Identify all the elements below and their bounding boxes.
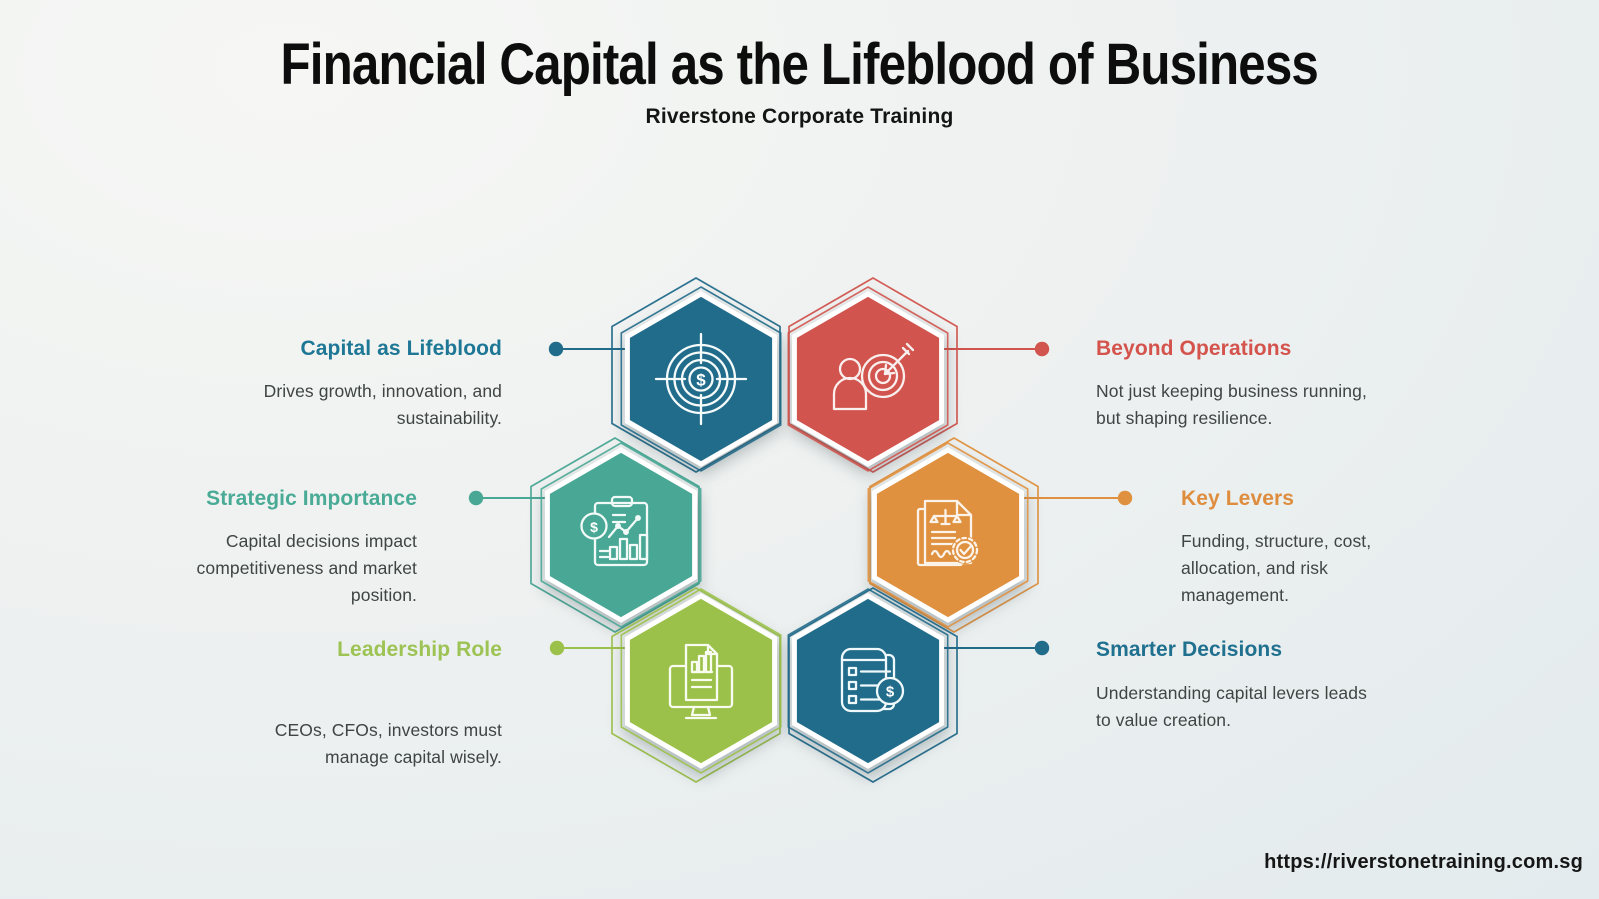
item-description: Not just keeping business running, but s… [1096, 381, 1367, 428]
item-description: Funding, structure, cost, allocation, an… [1181, 531, 1372, 605]
item-label: Smarter Decisions [1096, 638, 1283, 661]
checklist-dollar-icon: $ [840, 647, 905, 713]
hexagon-leadership-role [611, 587, 782, 783]
item-strategic-importance: Strategic Importance Capital decisions i… [162, 487, 417, 609]
item-key-levers: Key Levers Funding, structure, cost, all… [1181, 487, 1419, 609]
header: Financial Capital as the Lifeblood of Bu… [0, 0, 1599, 129]
item-description: Drives growth, innovation, and sustainab… [263, 381, 502, 428]
gear-backing [951, 536, 979, 564]
connector-dot-key [1117, 490, 1133, 506]
item-label: Strategic Importance [206, 487, 417, 510]
page-subtitle: Riverstone Corporate Training [645, 105, 954, 128]
connector-dot-smarter [1034, 640, 1050, 656]
item-description: Capital decisions impact competitiveness… [196, 531, 417, 605]
connector-dot-beyond [1034, 341, 1050, 357]
connector-dot-capital [548, 341, 564, 357]
contract-compliance-icon [916, 499, 979, 567]
item-capital-as-lifeblood: Capital as Lifeblood Drives growth, inno… [217, 337, 502, 432]
hexagon-smarter-decisions: $ [787, 587, 958, 783]
page-title-text: Financial Capital as the Lifeblood of Bu… [280, 32, 1319, 97]
dollar-coin [875, 676, 905, 706]
person-target-icon [832, 342, 915, 411]
hexagon-capital-as-lifeblood: $ [611, 277, 782, 473]
item-smarter-decisions: Smarter Decisions Understanding capital … [1096, 638, 1371, 734]
dollar-glyph: $ [696, 371, 706, 390]
item-leadership-role: Leadership Role CEOs, CFOs, investors mu… [227, 638, 502, 771]
dollar-glyph: $ [590, 519, 598, 535]
hexagon-strategic-importance: $ [530, 437, 702, 633]
item-label: Key Levers [1181, 487, 1295, 510]
page-title: Financial Capital as the Lifeblood of Bu… [0, 0, 1599, 96]
hexagon-beyond-operations [787, 277, 958, 473]
connector-dot-leadership [549, 640, 565, 656]
item-description: Understanding capital levers leads to va… [1096, 683, 1367, 730]
item-description: CEOs, CFOs, investors must manage capita… [274, 720, 502, 767]
item-beyond-operations: Beyond Operations Not just keeping busin… [1096, 337, 1388, 432]
hex-fill [547, 450, 694, 620]
hexagon-key-levers [867, 437, 1039, 633]
item-label: Leadership Role [337, 638, 502, 661]
dollar-target-icon: $ [654, 332, 748, 426]
monitor-report-icon [668, 643, 734, 720]
financial-report-icon: $ [580, 495, 649, 567]
connector-dot-strategic [468, 490, 484, 506]
item-label: Beyond Operations [1096, 337, 1292, 360]
website-url: https://riverstonetraining.com.sg [1264, 851, 1583, 873]
item-label: Capital as Lifeblood [300, 337, 502, 360]
dollar-coin [580, 512, 608, 540]
dollar-glyph: $ [886, 684, 895, 701]
